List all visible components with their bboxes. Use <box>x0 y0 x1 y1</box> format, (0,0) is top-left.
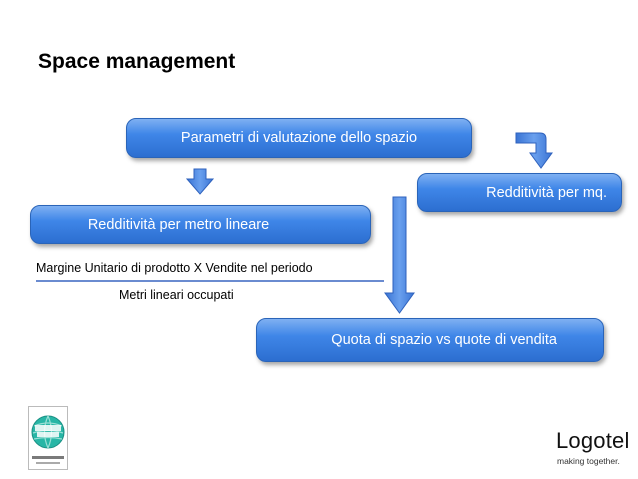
formula-denominator: Metri lineari occupati <box>119 288 234 302</box>
slide-title: Space management <box>38 50 236 73</box>
box-profitability-per-sqm-label: Redditività per mq. <box>486 184 607 201</box>
bent-arrow-to-per-mq-icon <box>515 132 553 169</box>
logotel-tagline: making together. <box>557 456 620 466</box>
down-arrow-to-linear-meter-icon <box>185 168 215 195</box>
box-space-vs-sales-share-label: Quota di spazio vs quote di vendita <box>331 332 557 348</box>
box-profitability-per-linear-meter-label: Redditività per metro lineare <box>87 216 270 233</box>
box-valuation-parameters-label: Parametri di valutazione dello spazio <box>180 130 418 146</box>
box-valuation-parameters: Parametri di valutazione dello spazio <box>126 118 472 158</box>
formula-numerator: Margine Unitario di prodotto X Vendite n… <box>36 261 313 275</box>
box-profitability-per-sqm: Redditività per mq. <box>417 173 622 212</box>
box-space-vs-sales-share: Quota di spazio vs quote di vendita <box>256 318 604 362</box>
long-down-arrow-to-space-vs-sales-icon <box>384 196 415 314</box>
fraction-line <box>36 280 384 282</box>
logotel-logo: Logotel <box>556 428 630 453</box>
business-driver-badge-icon <box>28 406 68 470</box>
box-profitability-per-linear-meter: Redditività per metro lineare <box>30 205 371 244</box>
